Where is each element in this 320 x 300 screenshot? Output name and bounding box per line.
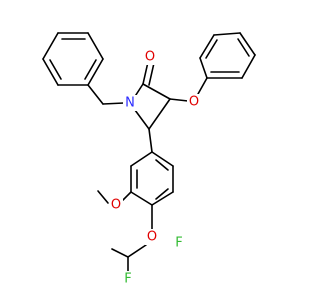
molecule-svg: N O O O O F F xyxy=(42,32,256,287)
benzyl-phenyl-ring xyxy=(42,32,104,86)
atom-phenoxy-oxygen: O xyxy=(189,95,199,110)
beta-lactam-ring xyxy=(131,83,171,130)
atom-nitrogen: N xyxy=(125,96,135,111)
atom-difluoromethoxy-oxygen: O xyxy=(147,230,157,245)
atom-carbonyl-oxygen: O xyxy=(145,50,155,65)
phenoxy-link xyxy=(169,77,208,102)
substituted-phenyl-ring xyxy=(130,151,174,206)
difluoromethoxy-bonds xyxy=(111,204,153,273)
carbonyl-bond xyxy=(142,61,155,86)
chemical-structure-diagram: N O O O O F F xyxy=(42,32,256,287)
atom-fluorine-1: F xyxy=(175,236,182,251)
atom-fluorine-2: F xyxy=(124,272,131,287)
atom-methoxy-oxygen: O xyxy=(111,198,121,213)
phenoxy-phenyl-ring xyxy=(199,32,256,79)
azetidinone-aryl-bond xyxy=(148,128,153,153)
methoxy-bonds xyxy=(97,190,132,204)
benzyl-ch2-bonds xyxy=(87,84,125,105)
